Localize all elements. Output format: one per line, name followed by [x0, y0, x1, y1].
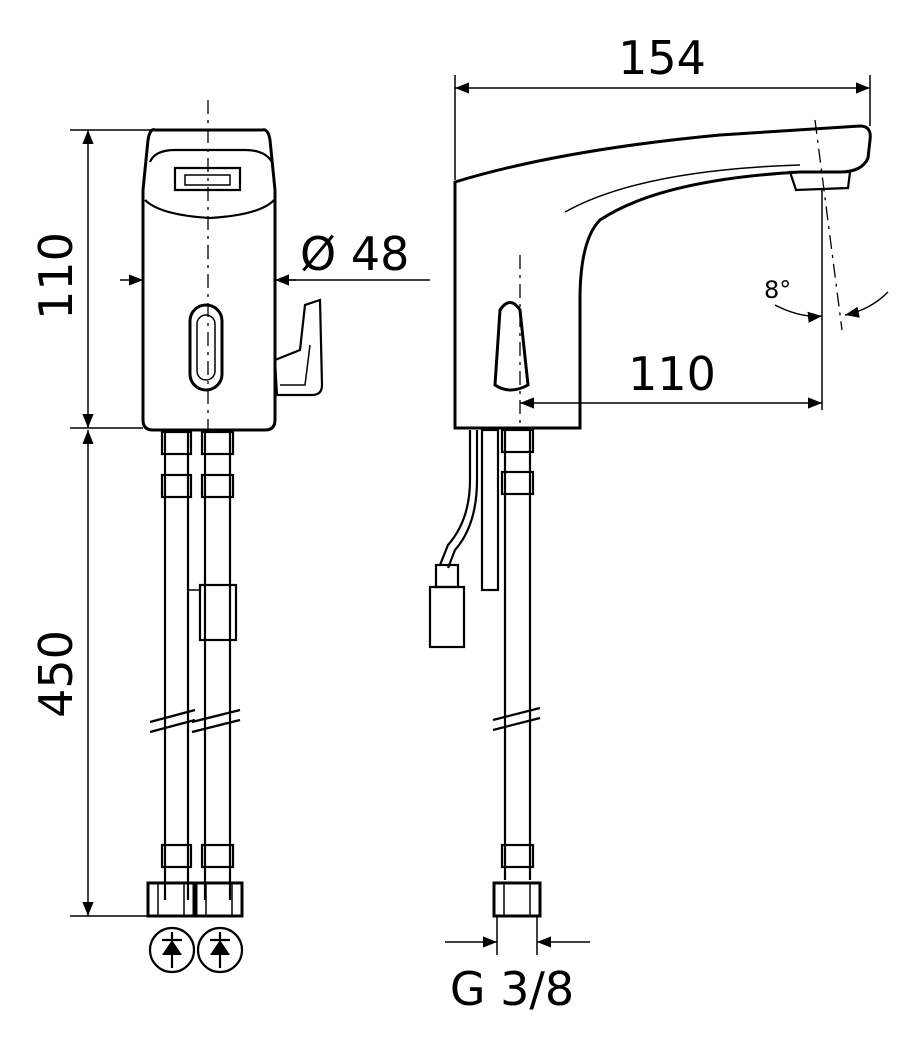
check-valve-symbol-icon: [148, 926, 196, 974]
dimension-body-height: 110: [29, 129, 155, 429]
side-aerator: [788, 170, 852, 192]
side-body-spout-outline: [453, 124, 872, 430]
side-spout-contour: [564, 164, 801, 213]
dimension-hose-length: 450: [29, 430, 148, 917]
front-sensor-window-inner: [196, 314, 216, 381]
side-spout-axis: [814, 119, 843, 331]
front-shoulder-curve: [144, 199, 275, 220]
dimension-angle-label: 8°: [764, 276, 791, 304]
front-lever-detail: [280, 344, 311, 386]
dimension-spout-length-label: 154: [618, 31, 706, 85]
front-lever: [273, 298, 324, 397]
dimension-hose-length-label: 450: [29, 630, 83, 718]
check-valve-symbol-icon: [196, 926, 244, 974]
dimension-angle: 8°: [764, 276, 889, 323]
side-sensor: [493, 301, 530, 392]
dimension-diameter-label: Ø 48: [300, 227, 409, 281]
dimension-spout-reach: 110: [520, 347, 822, 409]
dimension-spout-length: 154: [454, 31, 871, 180]
dimension-thread: G 3/8: [445, 916, 590, 1016]
dimension-body-height-label: 110: [29, 232, 83, 320]
front-body-outline: [141, 128, 277, 432]
front-sensor-window: [188, 303, 224, 392]
dimension-spout-reach-label: 110: [628, 347, 716, 401]
side-view: 154 110 8°: [428, 31, 889, 1016]
front-top-window: [173, 166, 242, 192]
front-top-window-inner: [184, 174, 231, 186]
front-hoses: [146, 430, 244, 918]
front-view: 110 450 Ø 48: [29, 100, 430, 974]
side-hoses: [428, 428, 542, 918]
dimension-thread-label: G 3/8: [450, 962, 574, 1016]
front-top-cap: [148, 148, 273, 163]
dimension-diameter: Ø 48: [120, 227, 430, 286]
